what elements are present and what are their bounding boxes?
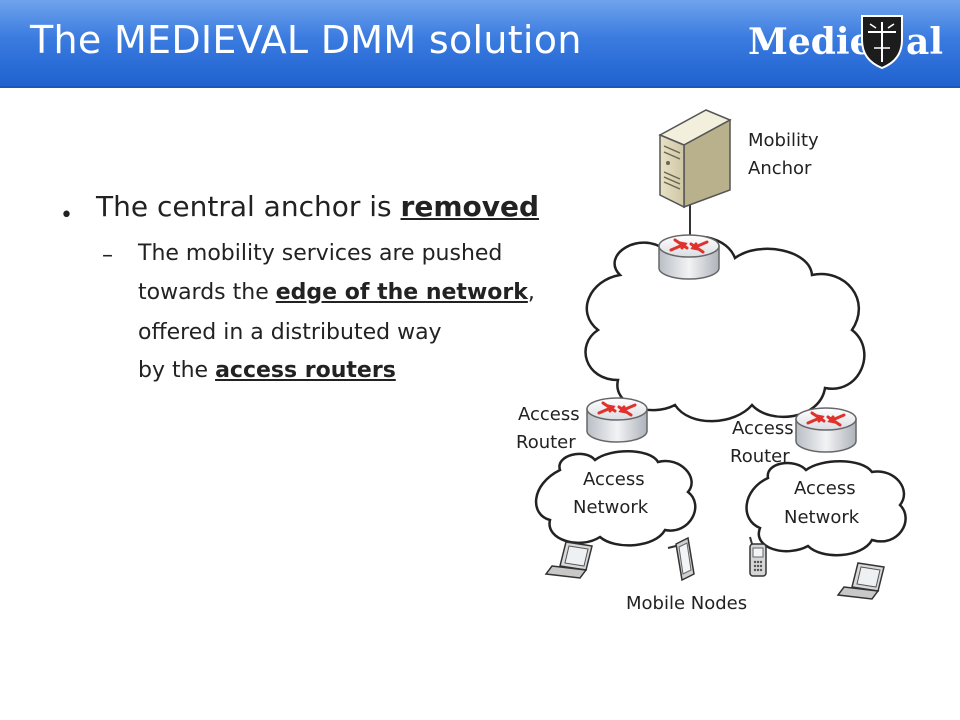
access-network-left-cloud bbox=[534, 450, 697, 547]
access-router-left-icon bbox=[585, 396, 649, 444]
logo-text-m: Medie bbox=[748, 21, 873, 63]
access-router-left-label-2: Router bbox=[516, 432, 576, 453]
laptop-left-icon bbox=[544, 541, 593, 579]
sub-line4-emphasis: access routers bbox=[215, 358, 396, 383]
shield-icon bbox=[861, 15, 903, 70]
sub-line2-suffix: , bbox=[527, 280, 535, 305]
access-network-right-label-1: Access bbox=[794, 478, 856, 499]
pda-device-icon bbox=[667, 536, 695, 582]
access-router-left-label-1: Access bbox=[518, 404, 580, 425]
access-router-right-label-2: Router bbox=[730, 446, 790, 467]
sub-bullet-line3: offered in a distributed way bbox=[138, 320, 442, 345]
title-bar: The MEDIEVAL DMM solution Medie al bbox=[0, 0, 960, 88]
mobility-anchor-label-2: Anchor bbox=[748, 158, 812, 179]
sub-bullet-line1: The mobility services are pushed bbox=[138, 241, 503, 266]
sub-bullet-line2: towards the edge of the network, bbox=[138, 280, 535, 305]
mobile-nodes-label: Mobile Nodes bbox=[626, 593, 747, 614]
mobility-anchor-server-icon bbox=[658, 109, 732, 209]
core-network-cloud bbox=[584, 235, 866, 423]
sub-line4-text: by the bbox=[138, 358, 216, 383]
sub-bullet-marker: – bbox=[102, 243, 113, 268]
slide-title: The MEDIEVAL DMM solution bbox=[30, 18, 582, 62]
bullet-main: The central anchor is removed bbox=[96, 190, 539, 223]
access-network-left-label-1: Access bbox=[583, 469, 645, 490]
sub-line2-text: towards the bbox=[138, 280, 276, 305]
bullet-marker: • bbox=[60, 203, 73, 228]
bullet-main-emphasis: removed bbox=[400, 190, 540, 223]
logo-text-al: al bbox=[906, 21, 943, 63]
mobility-anchor-label-1: Mobility bbox=[748, 130, 819, 151]
sub-bullet-line4: by the access routers bbox=[138, 358, 396, 383]
access-router-right-label-1: Access bbox=[732, 418, 794, 439]
access-network-left-label-2: Network bbox=[573, 497, 649, 518]
medieval-logo: Medie al bbox=[744, 6, 960, 76]
access-network-right-label-2: Network bbox=[784, 507, 860, 528]
laptop-right-icon bbox=[836, 562, 885, 600]
mobile-phone-icon bbox=[749, 536, 767, 577]
core-router-icon bbox=[657, 233, 721, 281]
access-router-right-icon bbox=[794, 406, 858, 454]
bullet-main-text: The central anchor is bbox=[96, 190, 401, 223]
sub-line2-emphasis: edge of the network bbox=[275, 280, 528, 305]
access-network-right-cloud bbox=[745, 460, 907, 557]
